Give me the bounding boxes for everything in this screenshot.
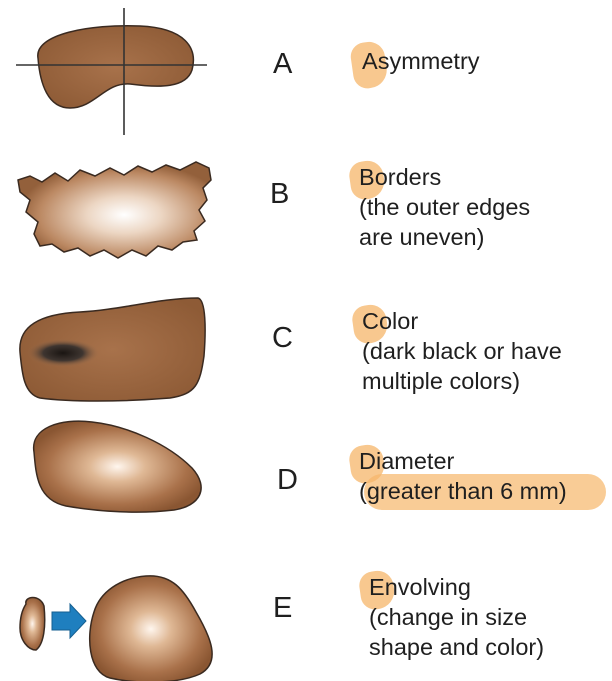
letter-e: E [273,594,292,623]
mole-evolving [20,576,212,681]
desc-line: shape and color) [369,632,544,662]
mole-borders [18,162,211,258]
desc-asymmetry: Asymmetry [362,46,480,76]
term-rest: olor [379,308,418,334]
desc-line: (greater than 6 mm) [359,476,567,506]
desc-evolving: Envolving (change in size shape and colo… [369,572,544,662]
desc-line: (change in size [369,602,544,632]
arrow-icon [52,604,86,638]
small-mole [20,598,45,651]
desc-color: Color (dark black or have multiple color… [362,306,562,396]
term-rest: iameter [376,448,454,474]
term-initial: A [362,48,378,74]
term-initial: D [359,448,376,474]
letter-c: C [272,324,293,353]
term-rest: orders [375,164,442,190]
mole-color [20,298,205,401]
term-initial: E [369,574,385,600]
mole-diameter [34,421,201,512]
term-initial: C [362,308,379,334]
desc-line: (the outer edges [359,192,530,222]
mole-asymmetry [16,8,207,135]
letter-a: A [273,50,292,79]
desc-line: multiple colors) [362,366,562,396]
dark-spot [27,339,99,367]
desc-diameter: Diameter (greater than 6 mm) [359,446,567,506]
desc-borders: Borders (the outer edges are uneven) [359,162,530,252]
large-mole [90,576,212,681]
desc-line: (dark black or have [362,336,562,366]
term-initial: B [359,164,375,190]
letter-d: D [277,466,298,495]
term-rest: symmetry [378,48,480,74]
term-rest: nvolving [385,574,471,600]
letter-b: B [270,180,289,209]
desc-line: are uneven) [359,222,530,252]
